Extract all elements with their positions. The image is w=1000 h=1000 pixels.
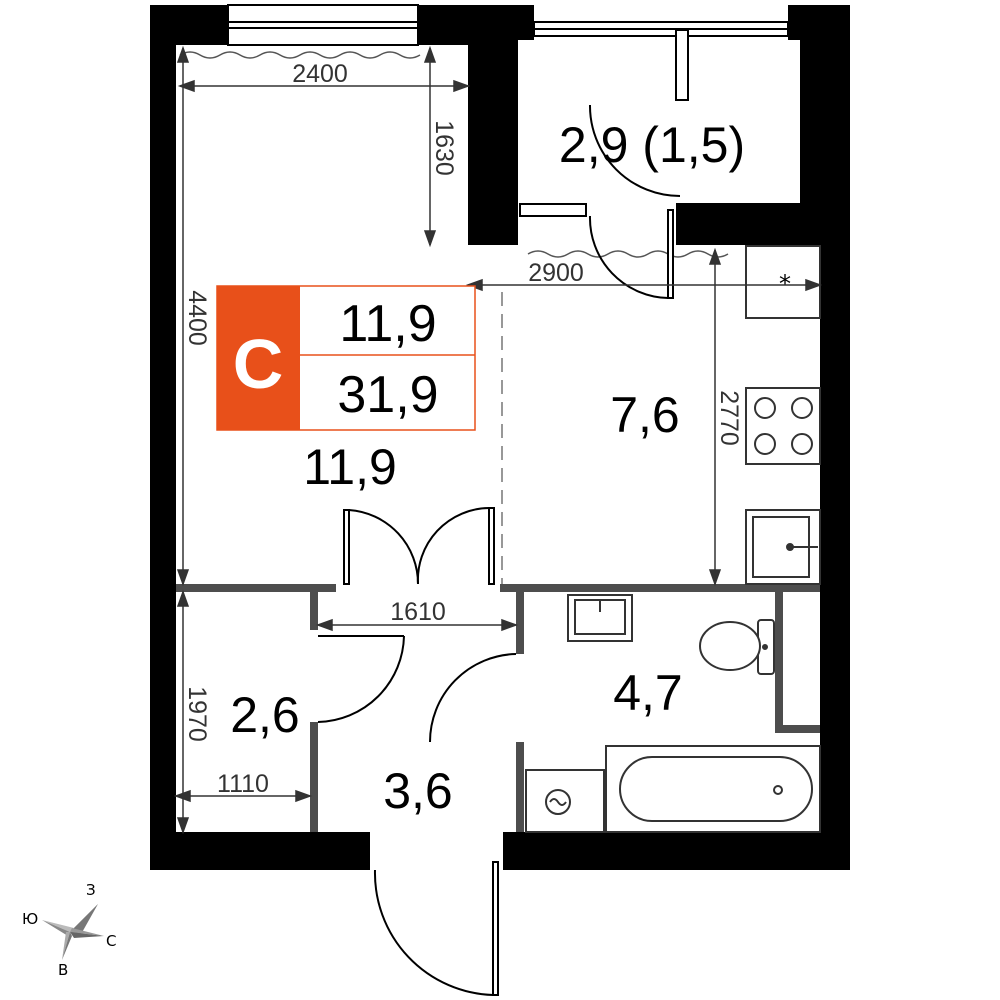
- room-area-balcony: 2,9 (1,5): [559, 117, 745, 173]
- dimension-lines: [173, 45, 823, 835]
- partitions: [176, 584, 820, 832]
- door-closet: [317, 635, 405, 723]
- compass-south: Ю: [22, 910, 38, 928]
- room-area-hall: 3,6: [383, 763, 453, 819]
- window-living: [227, 4, 419, 46]
- dim-1110: 1110: [217, 770, 269, 798]
- dim-1970: 1970: [183, 686, 211, 742]
- badge-letter: С: [233, 325, 284, 403]
- washing-machine: [525, 769, 605, 833]
- door-entrance: [373, 861, 499, 996]
- dim-2770: 2770: [715, 390, 743, 446]
- svg-text:*: *: [779, 270, 791, 298]
- room-area-bathroom: 4,7: [613, 665, 683, 721]
- dim-1630: 1630: [430, 120, 458, 176]
- bathtub: [605, 745, 821, 833]
- area-badge: С 11,9 31,9: [216, 285, 476, 431]
- badge-letter-box: [217, 286, 300, 430]
- radiator-living: [179, 51, 421, 59]
- dim-2400: 2400: [292, 60, 348, 88]
- compass-north: С: [106, 932, 116, 950]
- compass-west: З: [86, 881, 96, 899]
- dimension-labels: 2400 1630 4400 2900 2770 1610 1970 1110: [183, 60, 743, 798]
- bathroom-sink: [567, 594, 633, 642]
- dim-2900: 2900: [528, 259, 584, 287]
- room-area-living: 11,9: [303, 439, 397, 495]
- kitchen-sink: [745, 509, 821, 585]
- door-balcony: [588, 104, 681, 299]
- dim-1610: 1610: [390, 598, 446, 626]
- room-area-kitchen: 7,6: [610, 387, 680, 443]
- room-area-closet: 2,6: [230, 687, 300, 743]
- radiator-kitchen: [527, 250, 729, 258]
- room-labels: 11,9 2,9 (1,5) 7,6 2,6 3,6 4,7: [230, 117, 745, 819]
- dim-4400: 4400: [183, 290, 211, 346]
- badge-total-area: 31,9: [337, 366, 438, 424]
- compass-icon: З Ю С В: [22, 881, 116, 979]
- door-living: [343, 507, 495, 585]
- toilet: [699, 619, 775, 675]
- door-bathroom: [429, 653, 517, 743]
- compass-east: В: [58, 961, 68, 979]
- window-balcony-inner: [519, 29, 689, 217]
- stove: [745, 387, 821, 465]
- badge-living-area: 11,9: [339, 295, 436, 353]
- window-balcony-top: [533, 21, 789, 37]
- fridge: *: [745, 245, 821, 319]
- exterior-walls: [150, 5, 850, 870]
